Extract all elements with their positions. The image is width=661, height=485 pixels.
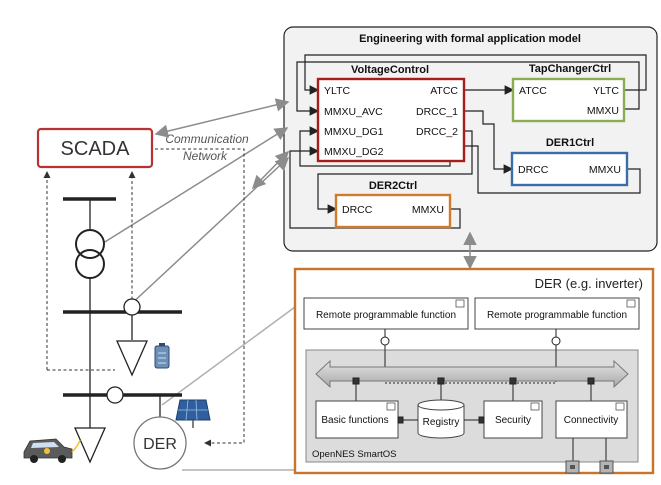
component-icon xyxy=(530,402,540,411)
remote-function-1[interactable]: Remote programmable function xyxy=(303,297,469,330)
port-icon xyxy=(599,460,614,474)
component-icon xyxy=(615,402,625,411)
der-node-label: DER xyxy=(143,436,177,453)
voltage-control-block[interactable]: VoltageControl YLTC MMXU_AVC MMXU_DG1 MM… xyxy=(316,64,466,163)
bus-arrow xyxy=(315,359,629,389)
der-node[interactable]: DER xyxy=(133,416,187,470)
der1-mmxu: MMXU xyxy=(589,164,621,176)
registry-box[interactable]: Registry xyxy=(417,399,465,439)
der1-title: DER1Ctrl xyxy=(546,137,594,149)
remote-function-2[interactable]: Remote programmable function xyxy=(474,297,640,330)
battery-icon xyxy=(154,343,170,369)
smartos-label: OpenNES SmartOS xyxy=(312,449,396,460)
load-triangle-1 xyxy=(116,340,148,377)
component-icon xyxy=(386,402,396,411)
voltage-control-title: VoltageControl xyxy=(351,64,429,76)
engineering-title: Engineering with formal application mode… xyxy=(359,33,581,45)
remote-function-1-label: Remote programmable function xyxy=(316,310,456,321)
scada-label: SCADA xyxy=(61,138,131,160)
solar-panel-icon xyxy=(175,399,211,428)
port-drcc-1: DRCC_1 xyxy=(416,106,458,118)
registry-label: Registry xyxy=(423,417,460,428)
der2-title: DER2Ctrl xyxy=(369,180,417,192)
security-label: Security xyxy=(495,415,531,426)
port-yltc: YLTC xyxy=(324,85,350,97)
der1-ctrl-block[interactable]: DER1Ctrl DRCC MMXU xyxy=(510,137,629,187)
component-icon xyxy=(626,299,636,308)
power-grid xyxy=(63,197,182,428)
der2-drcc: DRCC xyxy=(342,204,373,216)
connectivity-label: Connectivity xyxy=(564,415,618,426)
tap-changer-yltc: YLTC xyxy=(593,85,619,97)
port-icon xyxy=(565,460,580,474)
connectivity-box[interactable]: Connectivity xyxy=(555,400,628,439)
scada-box[interactable]: SCADA xyxy=(36,127,154,169)
der2-ctrl-block[interactable]: DER2Ctrl DRCC MMXU xyxy=(334,180,452,229)
component-icon xyxy=(455,299,465,308)
scada-dashed-links xyxy=(43,148,245,447)
network-label-line2: Network xyxy=(183,149,228,163)
port-mmxu-dg1: MMXU_DG1 xyxy=(324,126,384,138)
basic-functions-label: Basic functions xyxy=(321,415,388,426)
tap-changer-title: TapChangerCtrl xyxy=(529,63,611,75)
der1-drcc: DRCC xyxy=(518,164,549,176)
port-drcc-2: DRCC_2 xyxy=(416,126,458,138)
security-box[interactable]: Security xyxy=(483,400,543,439)
tap-changer-mmxu: MMXU xyxy=(587,105,619,117)
der2-mmxu: MMXU xyxy=(412,204,444,216)
basic-functions-box[interactable]: Basic functions xyxy=(315,400,399,439)
remote-function-2-label: Remote programmable function xyxy=(487,310,627,321)
der-device-title: DER (e.g. inverter) xyxy=(535,276,643,291)
communication-links xyxy=(99,98,477,471)
bus-connections xyxy=(352,377,595,403)
tap-changer-block[interactable]: TapChangerCtrl ATCC YLTC MMXU xyxy=(511,63,626,123)
network-label-line1: Communication xyxy=(165,132,249,146)
component-links xyxy=(397,416,607,461)
electric-car-icon xyxy=(23,438,81,463)
port-mmxu-dg2: MMXU_DG2 xyxy=(324,146,384,158)
port-atcc: ATCC xyxy=(430,85,458,97)
port-mmxu-avc: MMXU_AVC xyxy=(324,106,383,118)
tap-changer-atcc: ATCC xyxy=(519,85,547,97)
load-triangle-2 xyxy=(74,427,106,464)
